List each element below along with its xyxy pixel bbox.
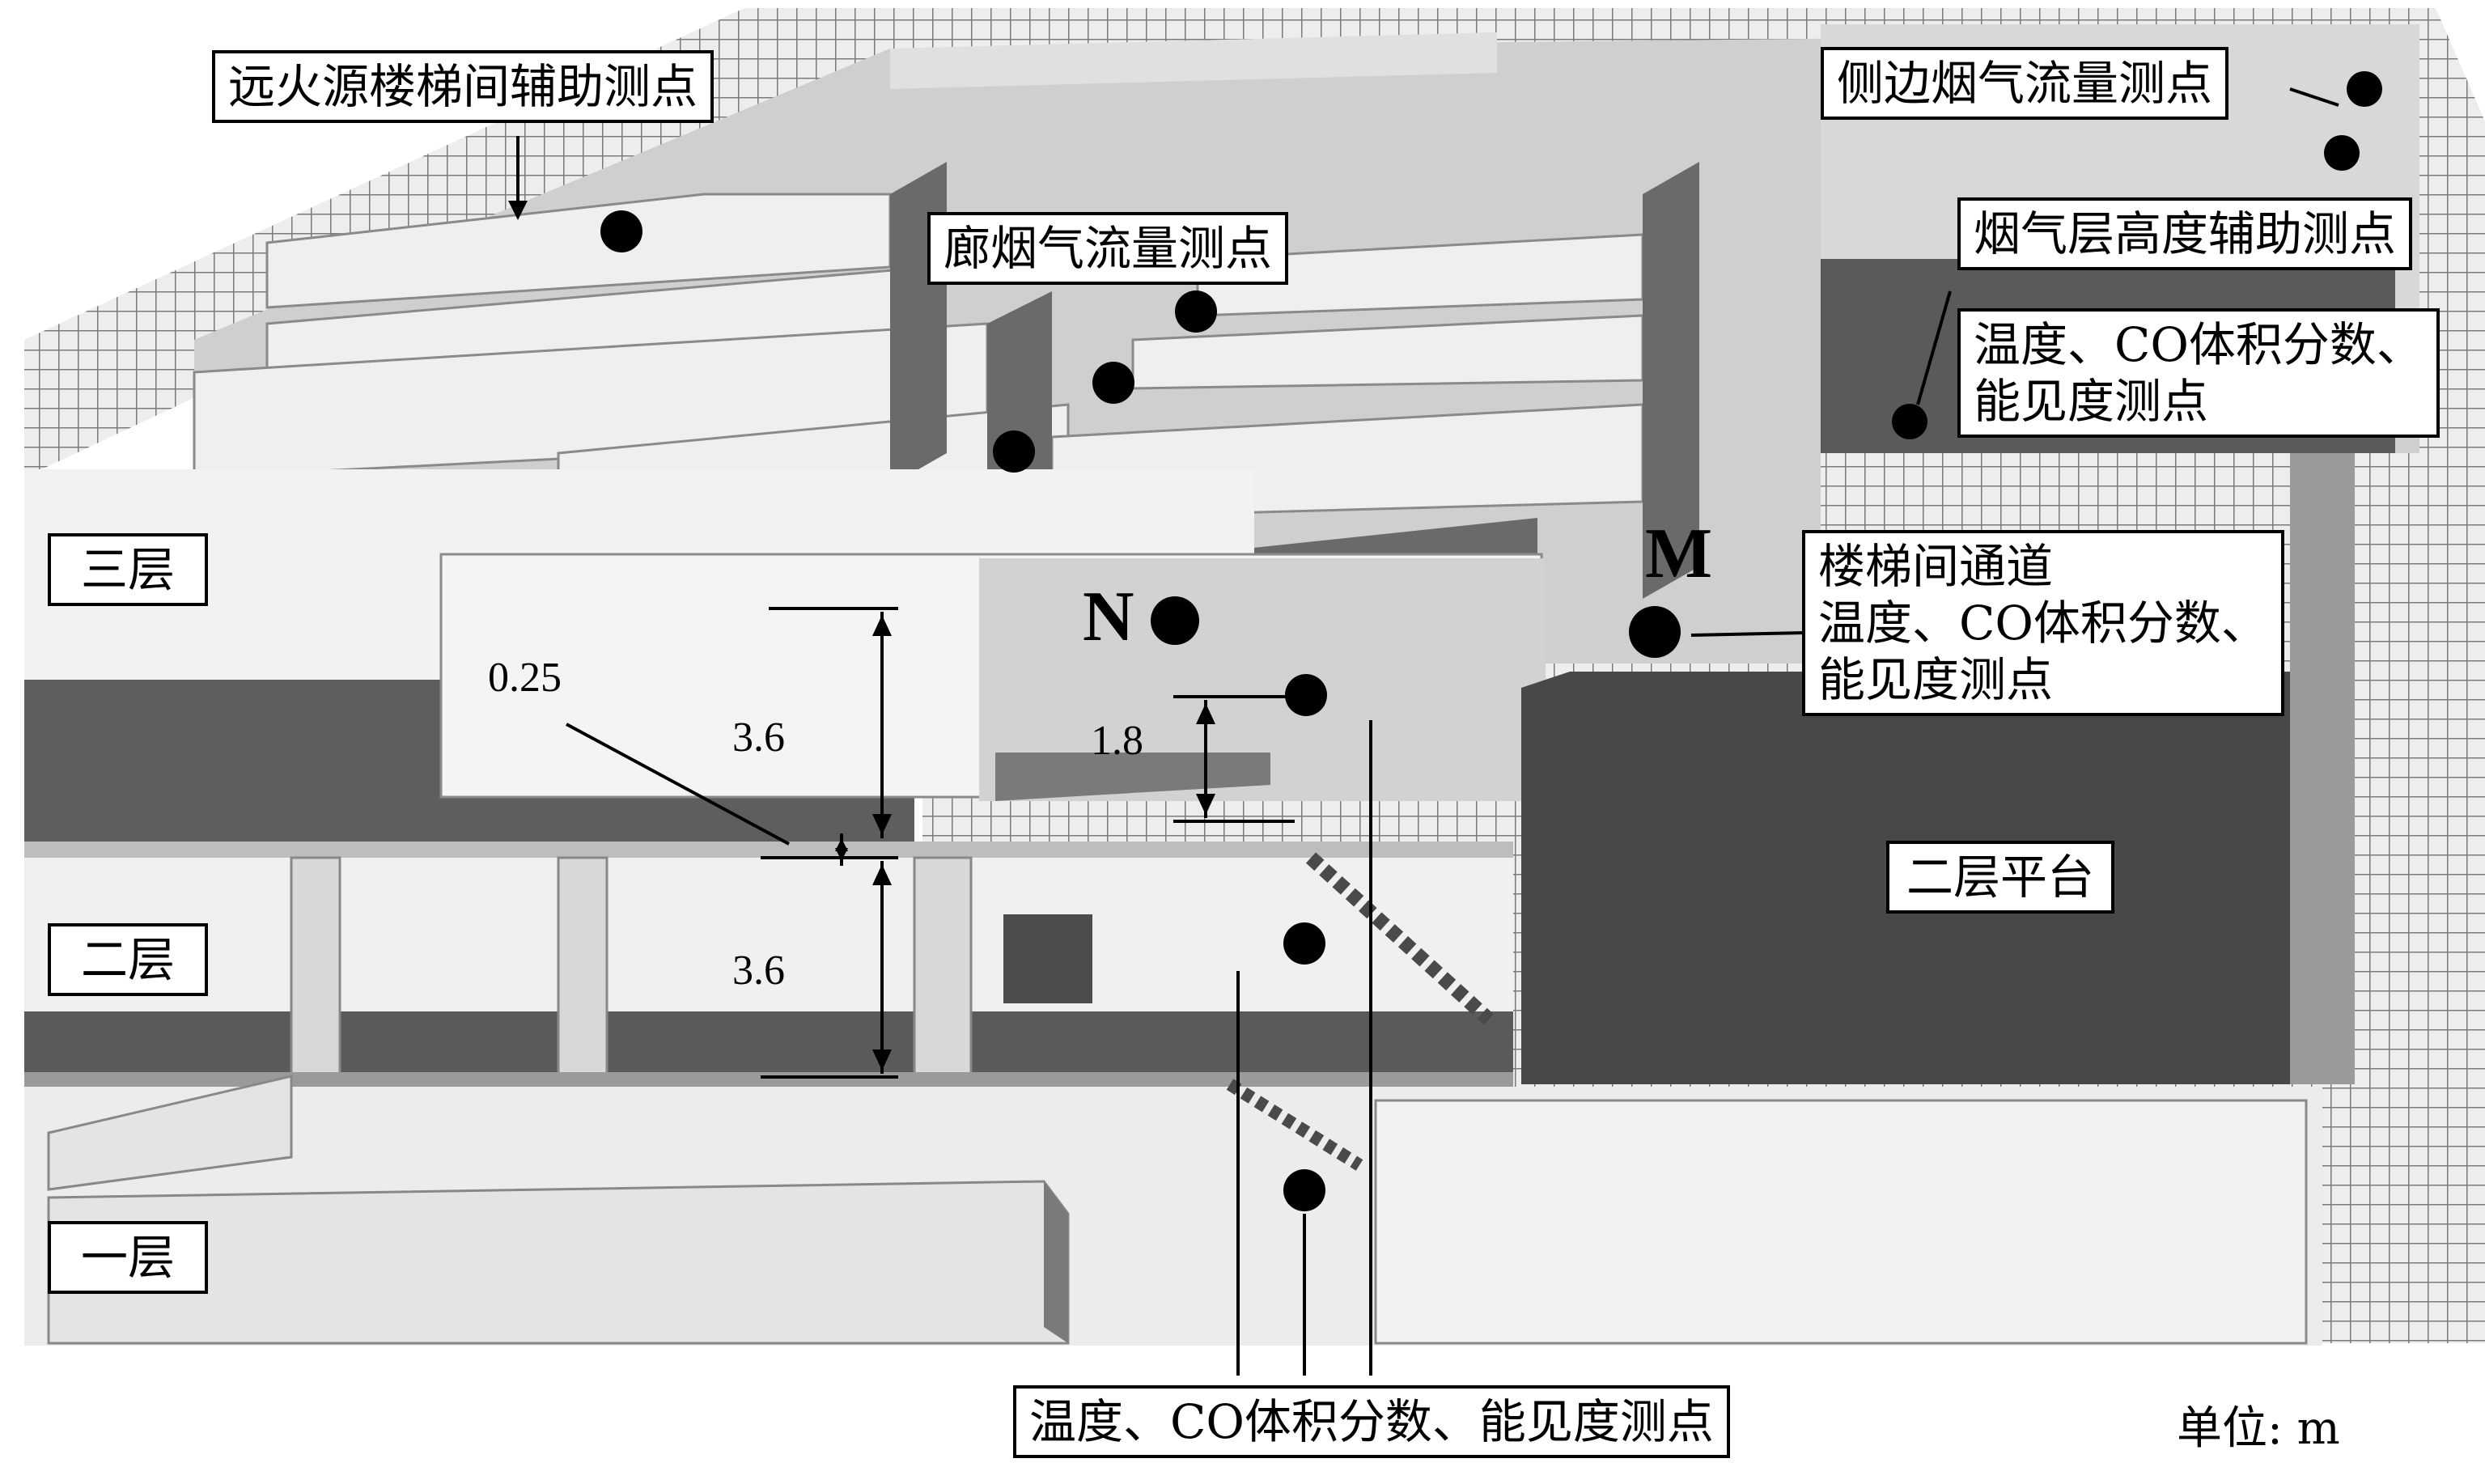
upper-height-label: 3.6 [732, 714, 785, 761]
unit-label: 单位: m [2177, 1402, 2340, 1455]
first-floor-shadow [1044, 1181, 1068, 1343]
slab-thickness-label: 0.25 [488, 655, 562, 701]
second-floor-dark [24, 1011, 1513, 1076]
point-second-probe [1283, 922, 1325, 965]
point-n-label: N [1083, 578, 1134, 656]
point-n [1151, 596, 1199, 645]
second-floor-band [24, 858, 1513, 1020]
smoke-height-aux-label: 烟气层高度辅助测点 [1957, 197, 2413, 270]
stair-passage-line-3: 能见度测点 [1818, 652, 2054, 707]
stair-passage-label: 楼梯间通道 温度、CO体积分数、 能见度测点 [1802, 530, 2284, 716]
stair-upper [1305, 852, 1495, 1025]
point-smoke-height [1892, 404, 1927, 439]
point-corridor-2 [1092, 362, 1134, 404]
floor-3-label: 三层 [48, 533, 208, 606]
platform-right-wall [2290, 453, 2355, 1084]
slab-3-2 [24, 842, 1513, 858]
second-floor-pillars [290, 856, 973, 1086]
point-first-probe [1283, 1169, 1325, 1211]
stair-passage-line-1: 楼梯间通道 [1818, 539, 2054, 594]
corridor-floor [995, 753, 1270, 801]
measurement-points [600, 71, 2382, 1211]
point-corridor-3 [993, 430, 1035, 473]
point-m [1629, 606, 1681, 658]
arrowheads [508, 201, 1215, 1071]
far-stair-aux-label: 远火源楼梯间辅助测点 [212, 50, 715, 123]
point-m-label: M [1645, 515, 1713, 593]
upper-right-measure-line-1: 温度、CO体积分数、 [1974, 317, 2424, 372]
probe-height-label: 1.8 [1091, 718, 1143, 764]
floor-1-label: 一层 [48, 1221, 208, 1294]
stair-lower [1226, 1079, 1363, 1171]
side-flow-label: 侧边烟气流量测点 [1821, 47, 2229, 120]
stair-window [1003, 914, 1092, 1003]
first-floor-right-block [1374, 1099, 2308, 1345]
first-floor-blocks [47, 1075, 1070, 1345]
point-side-flow-1 [2347, 71, 2382, 107]
slab-2-1 [24, 1072, 1513, 1087]
platform-label: 二层平台 [1886, 841, 2114, 914]
point-far-stair [600, 210, 642, 252]
corridor-flow-label: 廊烟气流量测点 [927, 212, 1289, 285]
leader-lines [516, 87, 2339, 1376]
stair-passage-line-2: 温度、CO体积分数、 [1818, 596, 2268, 651]
upper-right-measure-label: 温度、CO体积分数、 能见度测点 [1957, 308, 2440, 438]
floor-2-label: 二层 [48, 923, 208, 996]
point-side-flow-2 [2324, 135, 2360, 171]
point-corridor-1 [1175, 290, 1217, 333]
back-wall-top [890, 32, 1497, 89]
bottom-measure-label: 温度、CO体积分数、能见度测点 [1013, 1385, 1730, 1458]
lower-height-label: 3.6 [732, 948, 785, 994]
upper-right-measure-line-2: 能见度测点 [1974, 374, 2209, 429]
